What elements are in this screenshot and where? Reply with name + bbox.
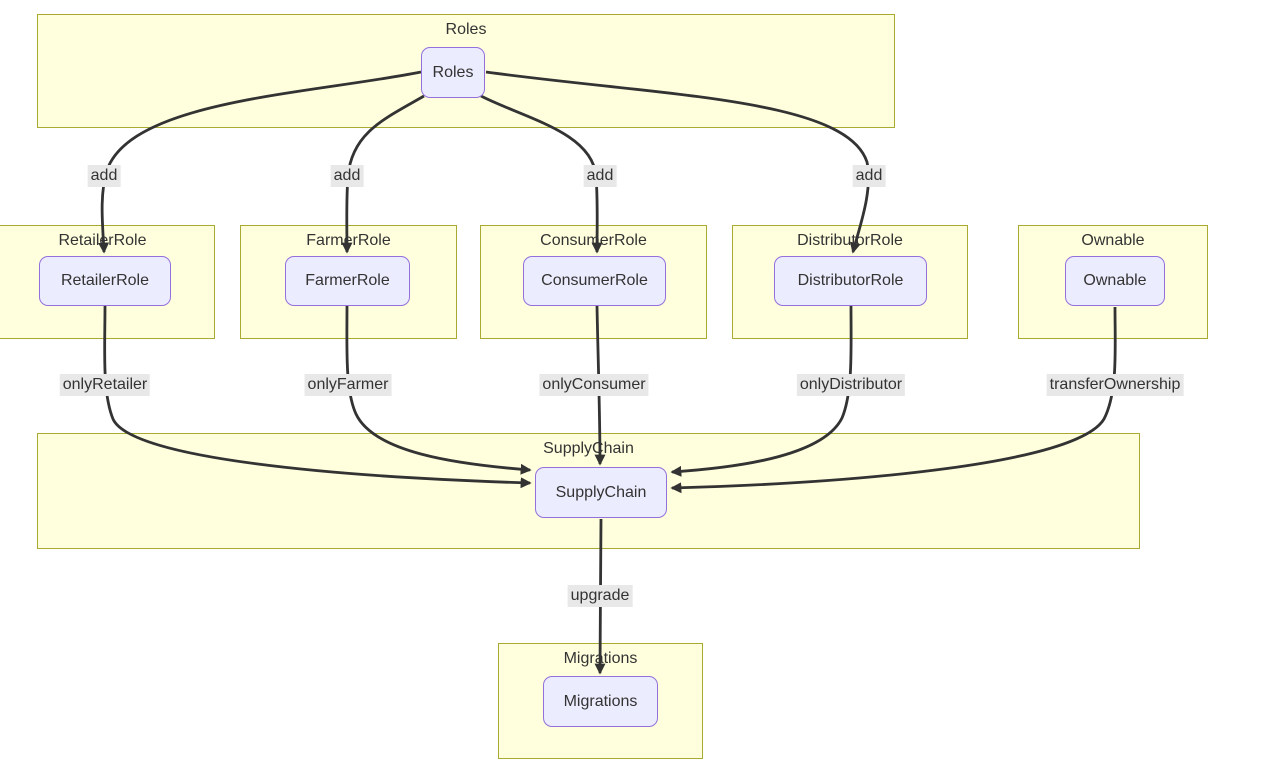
node-distributor-role: DistributorRole — [774, 256, 927, 306]
cluster-title-consumer-role: ConsumerRole — [540, 232, 647, 249]
edge-label-only-distributor: onlyDistributor — [796, 374, 906, 396]
cluster-title-ownable: Ownable — [1081, 232, 1145, 249]
cluster-title-migrations: Migrations — [563, 650, 638, 667]
cluster-title-supply-chain: SupplyChain — [543, 440, 634, 457]
edge-label-upgrade: upgrade — [567, 585, 633, 607]
edge-label-roles-retailer-role: add — [87, 165, 121, 187]
node-supply-chain: SupplyChain — [535, 467, 667, 518]
edge-label-roles-distributor-role: add — [852, 165, 886, 187]
edge-label-roles-consumer-role: add — [583, 165, 617, 187]
node-consumer-role: ConsumerRole — [523, 256, 666, 306]
cluster-title-farmer-role: FarmerRole — [306, 232, 391, 249]
node-roles: Roles — [421, 47, 485, 98]
edge-label-only-consumer: onlyConsumer — [539, 374, 649, 396]
edge-label-transfer-ownership: transferOwnership — [1046, 374, 1184, 396]
cluster-title-retailer-role: RetailerRole — [58, 232, 147, 249]
cluster-title-distributor-role: DistributorRole — [797, 232, 903, 249]
cluster-title-roles: Roles — [445, 21, 487, 38]
edge-label-only-farmer: onlyFarmer — [304, 374, 392, 396]
node-migrations: Migrations — [543, 676, 658, 727]
edge-label-only-retailer: onlyRetailer — [59, 374, 151, 396]
node-ownable: Ownable — [1065, 256, 1165, 306]
node-retailer-role: RetailerRole — [39, 256, 171, 306]
edge-label-roles-farmer-role: add — [330, 165, 364, 187]
node-farmer-role: FarmerRole — [285, 256, 410, 306]
